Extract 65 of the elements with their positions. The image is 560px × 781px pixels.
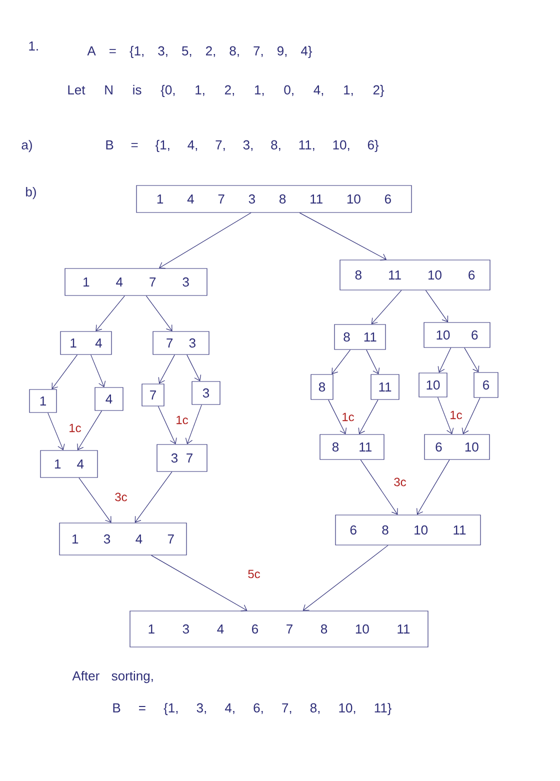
merge-count-label: 1c (342, 412, 354, 422)
array-box: 6 (474, 372, 498, 398)
arrow (96, 296, 125, 332)
arrow (158, 212, 252, 269)
merge-count-label: 3c (115, 492, 128, 502)
array-box: 8 11 10 6 (340, 260, 490, 290)
arrow (464, 348, 480, 372)
array-box: 1 3 4 7 (59, 522, 187, 556)
array-box: 3 (192, 381, 220, 405)
array-box: 6 8 10 11 (335, 514, 481, 546)
merge-count-label: 1c (176, 416, 188, 424)
arrow (299, 212, 387, 260)
arrow (52, 354, 78, 390)
arrow (77, 410, 102, 450)
arrow (90, 354, 106, 388)
arrow (425, 290, 448, 322)
merge-count-label: 3c (394, 478, 406, 486)
array-box: 1 3 4 6 7 8 10 11 (130, 610, 428, 648)
arrow (185, 404, 202, 444)
set-definition: B = {1, 3, 4, 6, 7, 8, 10, 11} (113, 702, 392, 716)
arrow (302, 545, 388, 611)
array-box: 1 (29, 389, 57, 413)
arrow (332, 350, 351, 374)
arrow (150, 555, 248, 612)
arrow (438, 348, 452, 373)
set-definition: Let N is {0, 1, 2, 1, 0, 4, 1, 2} (68, 84, 384, 98)
arrow (358, 400, 378, 434)
arrow (146, 296, 172, 332)
result-heading: After sorting, (72, 670, 153, 684)
arrow (134, 472, 172, 523)
array-box: 8 11 (334, 324, 386, 350)
array-box: 7 (142, 384, 164, 406)
array-box: 10 6 (424, 322, 490, 348)
merge-count-label: 5c (248, 570, 260, 578)
array-box: 4 (94, 387, 124, 411)
set-definition: A = {1, 3, 5, 2, 8, 7, 9, 4} (87, 46, 312, 58)
arrow (437, 397, 454, 434)
arrow (366, 350, 380, 374)
problem-number: 1. (29, 42, 38, 50)
array-box: 11 (370, 374, 400, 400)
arrow (158, 354, 175, 384)
arrow (78, 478, 112, 523)
array-box: 10 (418, 372, 448, 398)
arrow (158, 406, 177, 444)
arrow (462, 398, 480, 434)
part-label: b) (26, 186, 36, 200)
array-box: 1 4 7 3 (64, 268, 208, 296)
arrow (416, 460, 450, 515)
array-box: 1 4 (40, 450, 98, 478)
array-box: 8 11 (320, 434, 384, 460)
array-box: 7 3 (152, 331, 210, 355)
arrow (360, 460, 398, 515)
merge-count-label: 1c (450, 410, 462, 420)
arrow (186, 354, 202, 382)
array-box: 1 4 (60, 331, 112, 355)
merge-count-label: 1c (70, 424, 82, 432)
part-label: a) (22, 140, 32, 152)
arrow (371, 290, 402, 324)
array-box: 6 10 (424, 434, 490, 460)
array-box: 8 (310, 374, 334, 400)
array-box: 3 7 (156, 444, 208, 472)
array-box: 1 4 7 3 8 11 10 6 (136, 185, 412, 213)
arrow (48, 412, 65, 450)
arrow (328, 400, 347, 434)
set-definition: B = {1, 4, 7, 3, 8, 11, 10, 6} (106, 140, 379, 152)
